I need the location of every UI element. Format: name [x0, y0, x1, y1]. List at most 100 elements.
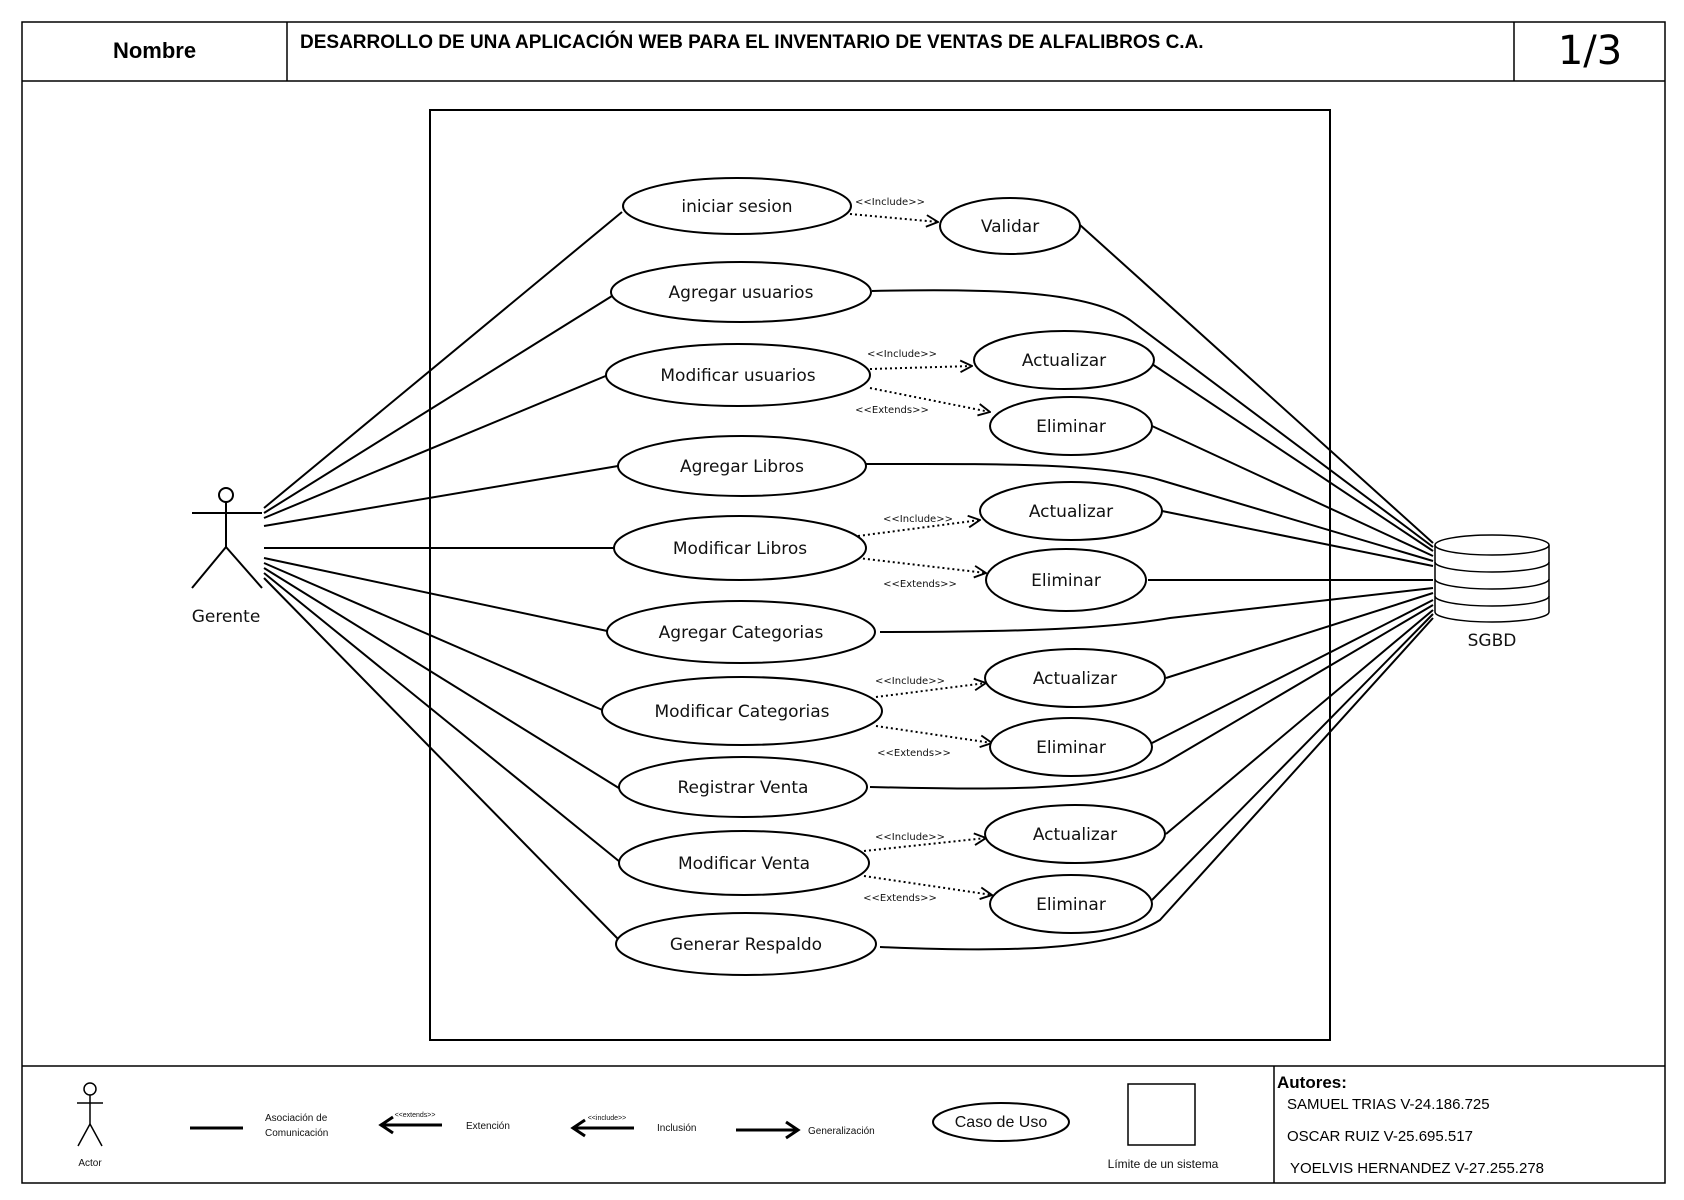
include-label: <<Include>>: [867, 349, 937, 360]
sgbd-associations: [865, 224, 1434, 951]
assoc-line: [1161, 510, 1434, 567]
usecase-modificar-usuarios[interactable]: [605, 343, 871, 407]
include-arrow: [875, 683, 986, 698]
usecase-actualizar-venta[interactable]: [984, 804, 1166, 864]
author-item: YOELVIS HERNANDEZ V-27.255.278: [1290, 1160, 1545, 1177]
extends-arrow: [863, 875, 992, 895]
actor-sgbd-label: SGBD: [1468, 631, 1517, 651]
legend-generalization-label: Generalización: [808, 1126, 875, 1137]
usecase-agregar-usuarios[interactable]: [610, 261, 872, 323]
author-item: OSCAR RUIZ V-25.695.517: [1287, 1128, 1473, 1145]
legend-system-boundary-label: Límite de un sistema: [1108, 1157, 1219, 1171]
usecase-validar[interactable]: [939, 197, 1081, 255]
assoc-line: [879, 587, 1434, 633]
assoc-line: [865, 462, 1434, 562]
usecase-label: Actualizar: [1033, 825, 1117, 845]
usecase-modificar-libros[interactable]: [613, 515, 867, 581]
legend-system-boundary-box: [1127, 1083, 1196, 1146]
usecase-eliminar-libros[interactable]: [985, 548, 1147, 612]
legend-actor-label: Actor: [78, 1158, 102, 1169]
authors-title: Autores:: [1277, 1073, 1347, 1092]
usecase-label: Eliminar: [1036, 895, 1106, 915]
include-label: <<Include>>: [883, 514, 953, 525]
assoc-line: [263, 211, 623, 509]
extends-label: <<Extends>>: [877, 748, 951, 759]
usecase-label: Agregar usuarios: [669, 283, 814, 303]
usecase-registrar-venta[interactable]: [618, 756, 868, 818]
usecase-label: Actualizar: [1022, 351, 1106, 371]
legend-extends-tag: <<extends>>: [395, 1112, 436, 1119]
usecase-eliminar-categorias[interactable]: [989, 717, 1153, 777]
usecase-eliminar-venta[interactable]: [989, 874, 1153, 934]
assoc-line: [1165, 609, 1434, 835]
usecase-agregar-categorias[interactable]: [606, 600, 876, 664]
assoc-line: [263, 577, 620, 941]
include-arrow: [849, 213, 938, 222]
page-title: DESARROLLO DE UNA APLICACIÓN WEB PARA EL…: [300, 32, 1204, 53]
gerente-associations: [263, 211, 623, 941]
legend-inclusion-label: Inclusión: [657, 1123, 696, 1134]
include-arrow: [857, 520, 980, 537]
assoc-line: [263, 374, 609, 519]
usecase-agregar-libros[interactable]: [617, 435, 867, 497]
actor-gerente: [191, 487, 263, 589]
page-frame: [21, 21, 1666, 1184]
extends-label: <<Extends>>: [883, 579, 957, 590]
legend-generalization-arrowhead: [785, 1120, 801, 1140]
include-arrow: [863, 838, 986, 852]
include-arrow: [869, 366, 972, 369]
header-name-label: Nombre: [112, 38, 197, 63]
assoc-line: [263, 562, 608, 713]
assoc-line: [1079, 224, 1434, 544]
extends-label: <<Extends>>: [855, 405, 929, 416]
assoc-line: [871, 289, 1434, 548]
include-label: <<Include>>: [875, 832, 945, 843]
usecase-actualizar-usuarios[interactable]: [973, 330, 1155, 390]
actor-gerente-label: Gerente: [192, 607, 261, 627]
legend-include-tag: <<include>>: [588, 1115, 627, 1122]
usecase-iniciar-sesion[interactable]: [622, 177, 852, 235]
usecase-label: iniciar sesion: [681, 197, 792, 217]
assoc-line: [1151, 599, 1434, 744]
assoc-line: [263, 295, 613, 514]
legend-extends-arrowhead: [378, 1115, 394, 1135]
assoc-line: [263, 572, 621, 863]
usecase-label: Agregar Categorias: [659, 623, 824, 643]
usecase-label: Registrar Venta: [678, 778, 809, 798]
assoc-line: [1165, 592, 1434, 679]
legend-usecase-ellipse: [932, 1102, 1070, 1142]
usecase-label: Actualizar: [1033, 669, 1117, 689]
system-boundary: [429, 109, 1331, 1041]
usecase-label: Eliminar: [1031, 571, 1101, 591]
author-item: SAMUEL TRIAS V-24.186.725: [1287, 1096, 1490, 1113]
database-icon: [1434, 534, 1550, 623]
extends-arrow: [869, 387, 990, 412]
usecase-label: Modificar Categorias: [654, 702, 829, 722]
usecase-eliminar-usuarios[interactable]: [989, 396, 1153, 456]
assoc-line: [263, 465, 619, 527]
usecase-label: Actualizar: [1029, 502, 1113, 522]
extends-arrow: [875, 725, 992, 743]
legend-actor-icon: [77, 1082, 103, 1147]
usecase-generar-respaldo[interactable]: [615, 912, 877, 976]
dependency-arrows: [849, 213, 992, 895]
legend-include-arrowhead: [570, 1118, 586, 1138]
page-number: 1/3: [1557, 28, 1623, 74]
assoc-line: [879, 617, 1434, 951]
extends-label: <<Extends>>: [863, 893, 937, 904]
usecase-actualizar-categorias[interactable]: [984, 648, 1166, 708]
usecase-actualizar-libros[interactable]: [979, 481, 1163, 541]
assoc-line: [1151, 613, 1434, 901]
legend-association-label-1: Asociación de: [265, 1113, 328, 1124]
usecase-label: Validar: [981, 217, 1039, 237]
usecase-modificar-venta[interactable]: [618, 830, 870, 896]
assoc-line: [263, 557, 613, 633]
assoc-line: [1151, 425, 1434, 557]
include-label: <<Include>>: [875, 676, 945, 687]
assoc-line: [263, 567, 623, 791]
usecase-modificar-categorias[interactable]: [601, 676, 883, 746]
usecase-label: Modificar Libros: [673, 539, 807, 559]
usecase-label: Eliminar: [1036, 738, 1106, 758]
